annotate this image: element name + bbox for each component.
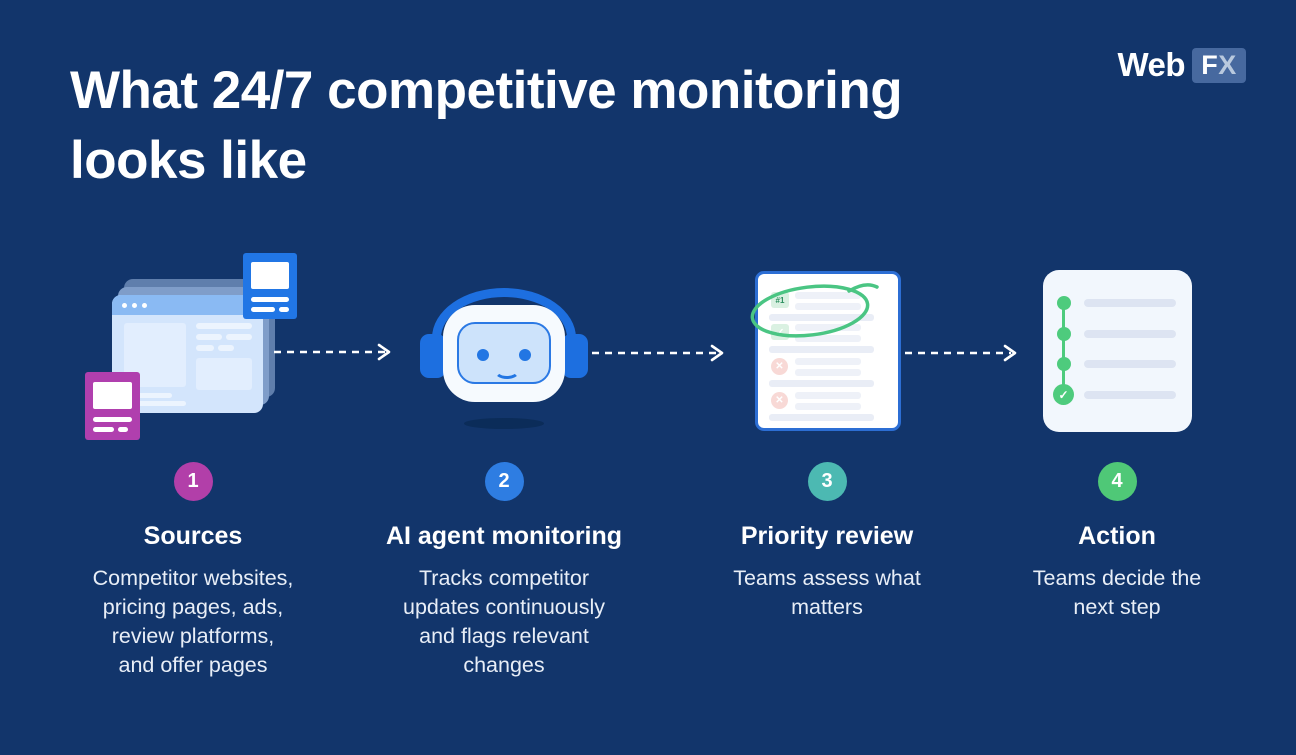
text-line-placeholder — [124, 393, 172, 398]
step-description: Teams decide the next step — [1032, 566, 1202, 620]
content-card-placeholder — [196, 358, 252, 390]
text-line-placeholder — [251, 297, 289, 302]
step-number-badge: 4 — [1097, 462, 1137, 501]
text-line-placeholder — [769, 346, 874, 353]
timeline-dot — [1057, 296, 1071, 310]
text-line-placeholder — [769, 314, 874, 321]
priority-document-icon: #1 ✓ ✕ ✕ — [750, 271, 901, 431]
image-placeholder — [93, 382, 132, 409]
text-line-placeholder — [251, 307, 275, 312]
step-description: Competitor websites, pricing pages, ads,… — [92, 566, 294, 678]
sources-illustration — [80, 248, 305, 448]
text-line-placeholder — [795, 303, 861, 310]
window-dot-icon — [122, 302, 127, 308]
step-number-badge: 3 — [807, 462, 847, 501]
text-line-placeholder — [795, 324, 861, 331]
text-line-placeholder — [795, 335, 861, 342]
robot-ear-icon — [420, 334, 446, 378]
cross-icon: ✕ — [771, 392, 788, 409]
robot-shadow — [464, 418, 544, 429]
step-action: 4 Action Teams decide the next step — [977, 462, 1257, 622]
robot-illustration — [420, 286, 588, 436]
text-line-placeholder — [769, 380, 874, 387]
text-line-placeholder — [795, 358, 861, 365]
checklist-icon: ✓ — [1043, 270, 1192, 432]
text-line-placeholder — [1084, 360, 1176, 368]
robot-eye-icon — [519, 349, 531, 361]
text-line-placeholder — [1084, 299, 1176, 307]
text-line-placeholder — [218, 345, 234, 351]
cross-icon: ✕ — [771, 358, 788, 375]
text-line-placeholder — [93, 417, 132, 422]
text-line-placeholder — [196, 334, 222, 340]
robot-ear-icon — [562, 334, 588, 378]
timeline-dot — [1057, 327, 1071, 341]
logo-web-text: Web — [1117, 46, 1185, 83]
text-line-placeholder — [93, 427, 114, 432]
step-description: Teams assess what matters — [733, 566, 921, 620]
text-line-placeholder — [226, 334, 252, 340]
step-title: AI agent monitoring — [385, 522, 623, 550]
text-line-placeholder — [196, 323, 252, 329]
text-line-placeholder — [769, 414, 874, 421]
text-line-placeholder — [795, 392, 861, 399]
text-line-placeholder — [124, 401, 186, 406]
page-title: What 24/7 competitive monitoring looks l… — [70, 61, 903, 190]
step-title: Priority review — [740, 522, 914, 550]
window-dot-icon — [142, 302, 147, 308]
step-title: Sources — [143, 522, 243, 550]
arrow-icon — [274, 343, 391, 361]
step-ai-agent-monitoring: 2 AI agent monitoring Tracks competitor … — [364, 462, 644, 680]
step-priority-review: 3 Priority review Teams assess what matt… — [687, 462, 967, 622]
text-line-placeholder — [1084, 330, 1176, 338]
robot-smile-icon — [494, 362, 520, 379]
review-card-icon — [85, 372, 140, 440]
text-line-placeholder — [279, 307, 289, 312]
ad-card-icon — [243, 253, 297, 319]
text-line-placeholder — [795, 403, 861, 410]
timeline-check-icon: ✓ — [1053, 384, 1074, 405]
text-line-placeholder — [196, 345, 214, 351]
text-line-placeholder — [795, 292, 861, 299]
step-title: Action — [1078, 522, 1156, 550]
text-line-placeholder — [795, 369, 861, 376]
image-placeholder — [251, 262, 289, 289]
text-line-placeholder — [118, 427, 128, 432]
step-number-badge: 2 — [484, 462, 524, 501]
highlight-circle-icon — [750, 283, 879, 338]
step-sources: 1 Sources Competitor websites, pricing p… — [53, 462, 333, 680]
step-number-badge: 1 — [173, 462, 213, 501]
timeline-dot — [1057, 357, 1071, 371]
arrow-icon — [592, 344, 724, 362]
robot-eye-icon — [477, 349, 489, 361]
step-description: Tracks competitor updates continuously a… — [402, 566, 605, 678]
window-dot-icon — [132, 302, 137, 308]
timeline-line — [1062, 303, 1065, 395]
browser-titlebar — [112, 295, 263, 315]
text-line-placeholder — [1084, 391, 1176, 399]
arrow-icon — [905, 344, 1017, 362]
